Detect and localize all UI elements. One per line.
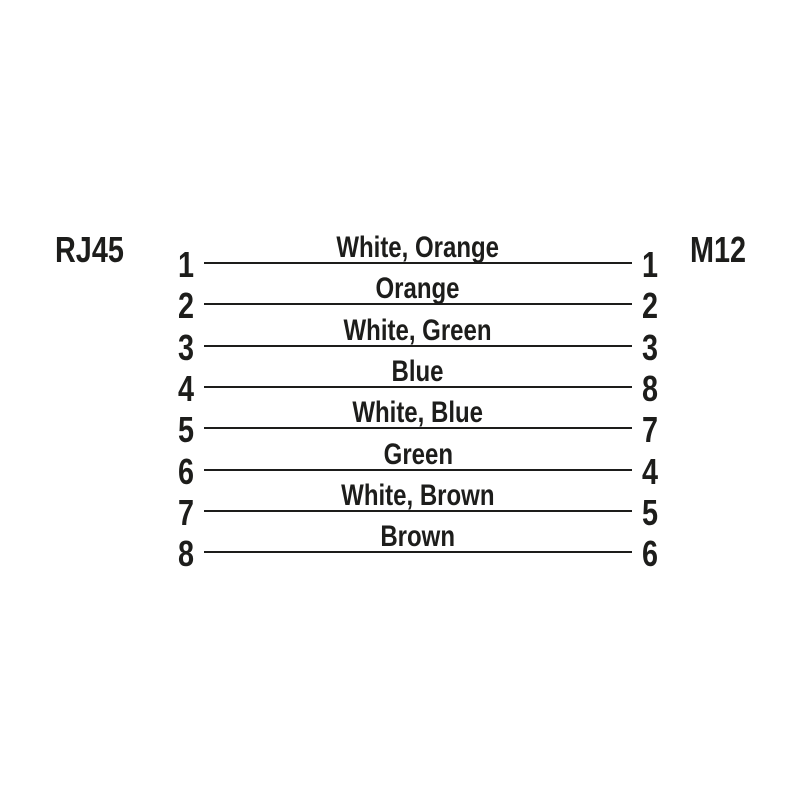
left-pin-text: 5 — [177, 409, 194, 451]
wire-color-label: White, Green — [204, 313, 632, 347]
wire-line — [204, 344, 632, 347]
right-pin-number: 8 — [642, 367, 702, 409]
left-connector-label: RJ45 — [55, 232, 141, 268]
left-connector-text: RJ45 — [55, 229, 124, 270]
wire-color-text: Orange — [375, 272, 461, 306]
left-pin-number: 3 — [148, 326, 194, 368]
wire-color-label: White, Orange — [204, 233, 632, 263]
wire-color-text: White, Brown — [341, 478, 495, 512]
right-pin-text: 2 — [642, 285, 659, 327]
right-pin-number: 3 — [642, 326, 702, 368]
left-pin-number: 4 — [148, 367, 194, 409]
right-connector-label: M12 — [690, 232, 760, 268]
wire-color-label: Orange — [204, 274, 632, 304]
wire-color-text: White, Blue — [352, 396, 484, 430]
right-pin-number: 2 — [642, 288, 702, 324]
left-pin-text: 4 — [177, 367, 194, 409]
right-connector-text: M12 — [690, 229, 747, 270]
left-pin-text: 1 — [177, 244, 194, 285]
right-pin-text: 6 — [642, 533, 659, 575]
left-pin-number: 2 — [148, 288, 194, 324]
left-pin-number: 8 — [148, 536, 194, 572]
right-pin-text: 1 — [642, 244, 659, 285]
wire-color-label: Blue — [204, 354, 632, 388]
right-pin-text: 4 — [642, 450, 659, 492]
wire-color-label: Brown — [204, 522, 632, 552]
right-pin-text: 8 — [642, 367, 659, 409]
left-pin-text: 7 — [177, 491, 194, 533]
wire-color-text: White, Green — [343, 313, 493, 347]
left-pin-number: 7 — [148, 491, 194, 533]
wire-line — [204, 468, 632, 471]
right-pin-number: 6 — [642, 536, 702, 572]
wire-color-text: Brown — [380, 520, 456, 554]
right-pin-number: 5 — [642, 491, 702, 533]
left-pin-text: 2 — [177, 285, 194, 327]
left-pin-text: 8 — [177, 533, 194, 575]
left-pin-number: 6 — [148, 450, 194, 492]
right-pin-text: 5 — [642, 491, 659, 533]
left-pin-text: 3 — [177, 326, 194, 368]
left-pin-number: 5 — [148, 412, 194, 448]
wire-color-text: Blue — [391, 354, 444, 388]
right-pin-number: 1 — [642, 247, 702, 283]
wire-line — [204, 551, 632, 554]
right-pin-text: 3 — [642, 326, 659, 368]
wire-color-text: Green — [383, 437, 453, 471]
wire-line — [204, 385, 632, 388]
left-pin-text: 6 — [177, 450, 194, 492]
wire-color-label: Green — [204, 437, 632, 471]
wire-line — [204, 303, 632, 306]
wire-color-label: White, Brown — [204, 478, 632, 512]
left-pin-number: 1 — [148, 247, 194, 283]
wire-color-text: White, Orange — [336, 231, 500, 264]
right-pin-number: 4 — [642, 450, 702, 492]
wire-line — [204, 509, 632, 512]
wire-line — [204, 262, 632, 264]
right-pin-text: 7 — [642, 409, 659, 451]
right-pin-number: 7 — [642, 412, 702, 448]
wire-color-label: White, Blue — [204, 398, 632, 428]
wire-line — [204, 427, 632, 430]
